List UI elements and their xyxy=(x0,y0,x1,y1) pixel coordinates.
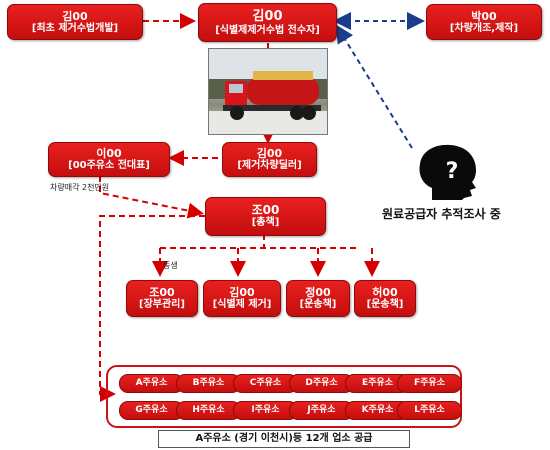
node-heo: 허00 [운송책] xyxy=(354,280,416,317)
vehicle-sale-label: 차량매각 2천만원 xyxy=(50,183,110,192)
node-name: 조00 xyxy=(251,203,280,217)
stations-frame xyxy=(106,365,462,428)
unknown-person-icon: ? xyxy=(414,142,484,202)
station-g: G주유소 xyxy=(119,401,184,420)
node-name: 김00 xyxy=(229,286,255,299)
node-role: [차량개조,제작] xyxy=(449,22,519,34)
node-role: [장부관리] xyxy=(139,299,185,310)
node-role: [00주유소 전대표] xyxy=(68,160,150,171)
arrow-supplier-to-main xyxy=(335,24,413,149)
node-role: [제거차량딜러] xyxy=(237,160,302,171)
node-name: 허00 xyxy=(372,286,398,299)
station-f: F주유소 xyxy=(397,374,462,393)
sibling-label: 동생 xyxy=(163,261,178,270)
station-d: D주유소 xyxy=(289,374,354,393)
node-name: 정00 xyxy=(305,286,331,299)
node-role: [식별제 제거] xyxy=(212,299,272,310)
station-l: L주유소 xyxy=(397,401,462,420)
node-jo-boss: 조00 [총책] xyxy=(205,197,326,236)
node-role: [운송책] xyxy=(366,299,404,310)
node-jung: 정00 [운송책] xyxy=(286,280,350,317)
station-b: B주유소 xyxy=(176,374,241,393)
supplier-label: 원료공급자 추적조사 중 xyxy=(382,207,501,221)
node-kim-remove: 김00 [식별제 제거] xyxy=(203,280,281,317)
node-name: 김00 xyxy=(62,9,88,23)
node-name: 이00 xyxy=(96,147,122,160)
node-name: 김00 xyxy=(252,8,283,24)
svg-text:?: ? xyxy=(446,159,459,184)
node-kim-main: 김00 [식별제제거수법 전수자] xyxy=(198,3,337,42)
arrow-lee-to-boss xyxy=(99,176,204,219)
node-name: 조00 xyxy=(149,286,175,299)
truck-photo xyxy=(208,48,328,135)
arrow-boss-to-stations xyxy=(99,215,205,402)
node-name: 박00 xyxy=(471,9,497,23)
node-role: [식별제제거수법 전수자] xyxy=(215,24,320,36)
node-kim-developer: 김00 [최초 제거수법개발] xyxy=(7,4,143,40)
node-role: [최초 제거수법개발] xyxy=(31,22,119,34)
station-h: H주유소 xyxy=(176,401,241,420)
node-name: 김00 xyxy=(256,147,283,160)
node-role: [총책] xyxy=(251,217,280,228)
arrow-boss-split xyxy=(263,234,360,249)
stations-caption: A주유소 (경기 이천시)등 12개 업소 공급 xyxy=(158,430,410,448)
node-park: 박00 [차량개조,제작] xyxy=(426,4,542,40)
station-a: A주유소 xyxy=(119,374,184,393)
station-k: K주유소 xyxy=(345,401,410,420)
node-role: [운송책] xyxy=(299,299,337,310)
node-lee: 이00 [00주유소 전대표] xyxy=(48,142,170,177)
node-jo-ledger: 조00 [장부관리] xyxy=(126,280,198,317)
node-kim-dealer: 김00 [제거차량딜러] xyxy=(222,142,317,177)
